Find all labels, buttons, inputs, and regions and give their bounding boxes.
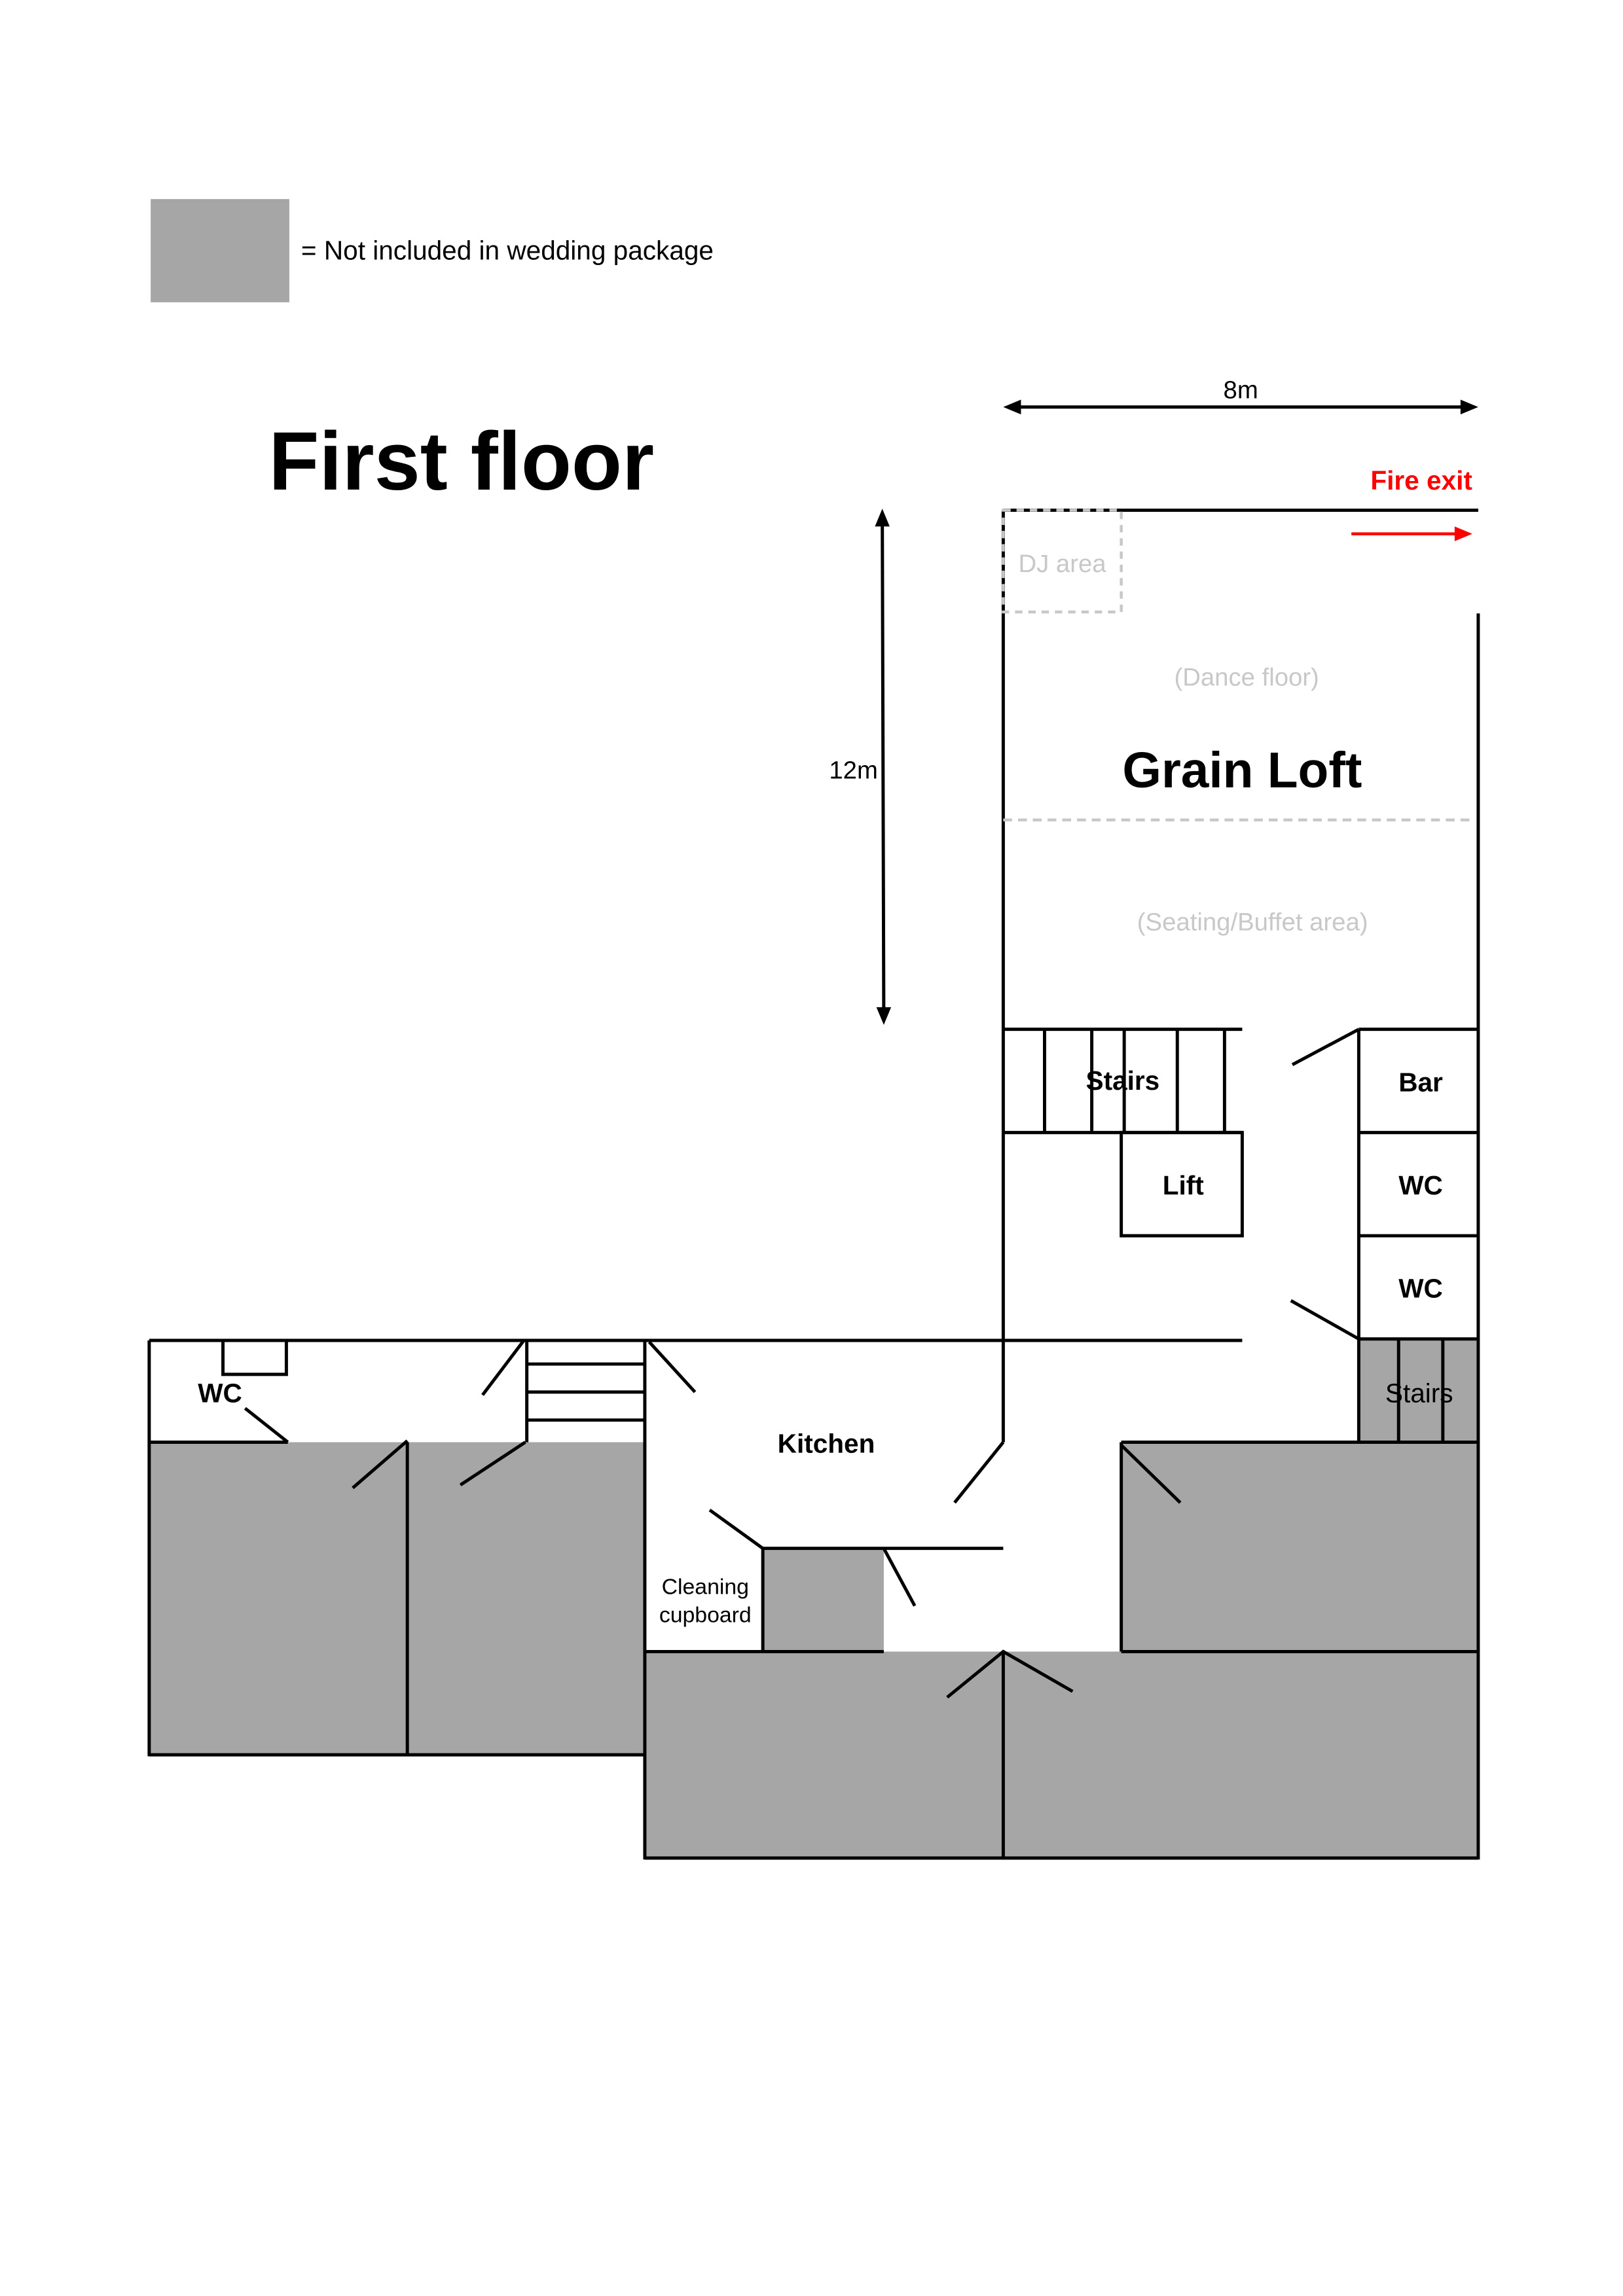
- wc-label: WC: [1398, 1170, 1443, 1200]
- page-title: First floor: [268, 415, 654, 507]
- cleaning-cupboard-label: Cleaning: [662, 1575, 749, 1600]
- dj-area-outline: [1002, 509, 1123, 614]
- width-dimension-arrow: [1003, 399, 1478, 415]
- dj-area-label: DJ area: [1018, 550, 1106, 578]
- cleaning-cupboard-label: cupboard: [659, 1602, 752, 1627]
- width-label: 8m: [1224, 376, 1258, 404]
- fire-exit-label: Fire exit: [1370, 465, 1472, 495]
- length-label: 12m: [829, 757, 878, 785]
- lift-label: Lift: [1163, 1170, 1204, 1200]
- main-stairs-label: Stairs: [1086, 1066, 1160, 1096]
- legend-swatch: [151, 199, 289, 302]
- door-swings: [244, 1028, 1360, 1699]
- wc-left-label: WC: [198, 1378, 242, 1408]
- bar-label: Bar: [1398, 1067, 1443, 1097]
- wc-label: WC: [1398, 1274, 1443, 1304]
- legend-text: = Not included in wedding package: [301, 236, 714, 266]
- back-stairs-label: Stairs: [1385, 1378, 1453, 1408]
- fire-exit-arrow: [1351, 526, 1472, 541]
- kitchen-label: Kitchen: [778, 1428, 875, 1458]
- grain-loft-label: Grain Loft: [1122, 743, 1362, 798]
- bar-wc-column: [1357, 1028, 1478, 1443]
- lift: [1120, 1130, 1244, 1238]
- dance-floor-label: (Dance floor): [1174, 664, 1319, 692]
- lower-walls: [147, 1338, 1478, 1860]
- length-dimension-arrow: [875, 509, 892, 1025]
- excluded-areas: [149, 1338, 1478, 1858]
- seating-area-label: (Seating/Buffet area): [1137, 908, 1368, 937]
